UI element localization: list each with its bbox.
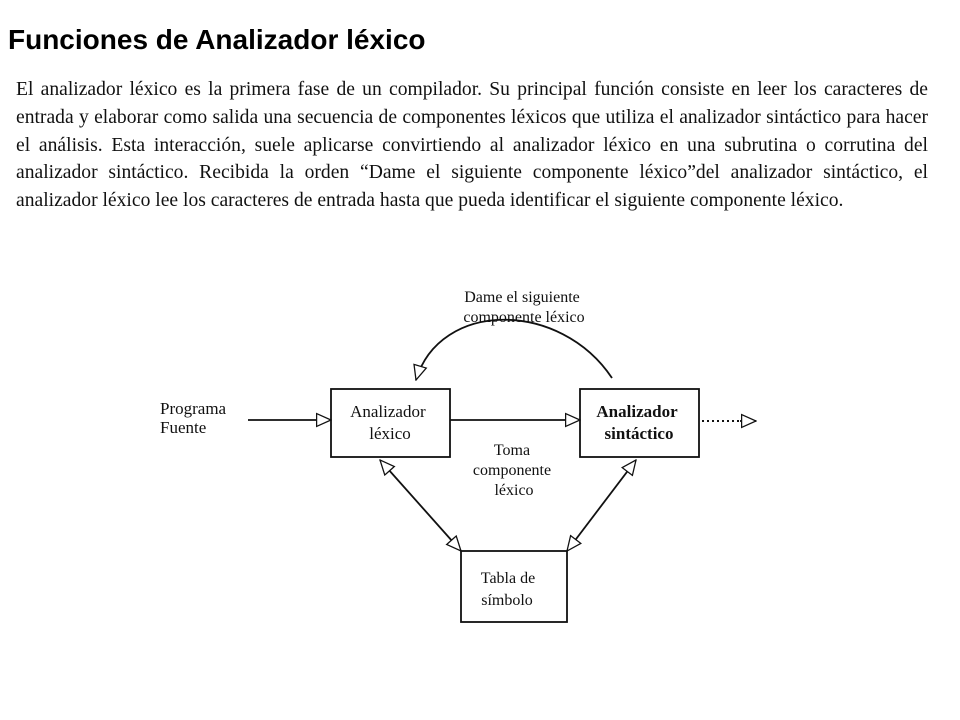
description-paragraph: El analizador léxico es la primera fase … (16, 79, 928, 212)
parser-box (579, 388, 700, 458)
lexer-box (330, 388, 451, 458)
request-label: Dame el siguiente componente léxico (463, 289, 584, 326)
token-label: Toma componente léxico (473, 442, 555, 499)
symbol-table-box (460, 550, 568, 623)
parser-label: Analizador sintáctico (596, 402, 681, 443)
symbol-table-label: Tabla de símbolo (481, 570, 539, 609)
page-title: Funciones de Analizador léxico (8, 24, 426, 55)
lexer-table-arrow (380, 460, 461, 551)
request-curve-arrow (416, 318, 613, 380)
parser-table-arrow (567, 460, 636, 551)
source-label: Programa Fuente (160, 399, 230, 437)
lexer-label: Analizador léxico (350, 402, 430, 443)
